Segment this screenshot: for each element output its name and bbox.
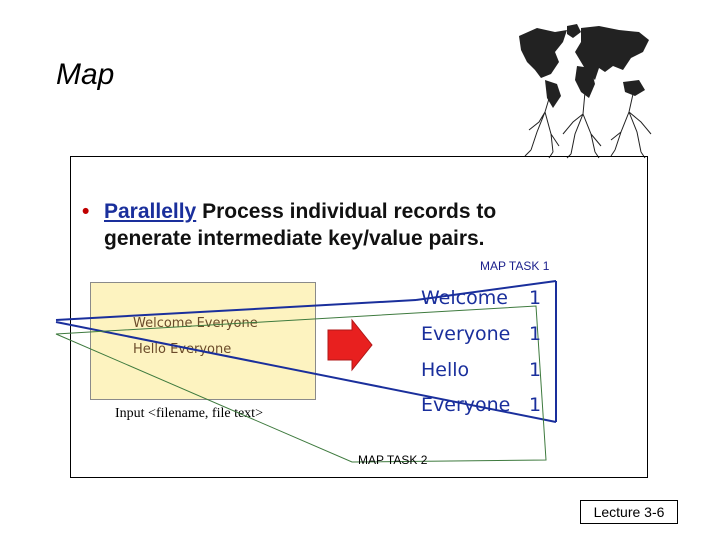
bullet-marker: • [82, 200, 90, 223]
task-1-funnel-edge [55, 299, 417, 321]
map-task-2-label: MAP TASK 2 [358, 453, 428, 467]
pair-value: 1 [529, 394, 542, 416]
input-file-box [90, 282, 316, 400]
task-1-funnel-edge [415, 280, 557, 301]
right-arrow-icon [327, 318, 373, 372]
input-label: Input <filename, file text> [115, 406, 263, 421]
pair-key: Everyone [421, 323, 511, 345]
pair-value: 1 [529, 287, 542, 309]
slide-title: Map [56, 58, 115, 91]
bullet-text-line1: Process individual records to [196, 200, 497, 223]
map-task-1-label: MAP TASK 1 [480, 259, 550, 273]
pair-key: Hello [421, 359, 470, 381]
bullet-text-line2: generate intermediate key/value pairs. [104, 227, 485, 250]
slide-frame [70, 156, 648, 478]
pair-key: Everyone [421, 394, 511, 416]
pair-value: 1 [529, 323, 542, 345]
bullet-text: Parallelly Process individual records to… [104, 198, 624, 252]
world-map-with-tree-roots-icon [519, 24, 652, 159]
bullet-emphasis: Parallelly [104, 200, 197, 223]
task-1-funnel-edge [55, 321, 557, 423]
lecture-number: Lecture 3-6 [580, 500, 678, 524]
pair-key: Welcome [421, 287, 508, 309]
input-line-2: Hello Everyone [133, 342, 232, 357]
map-task-2-outline [55, 305, 547, 463]
pair-value: 1 [529, 359, 542, 381]
